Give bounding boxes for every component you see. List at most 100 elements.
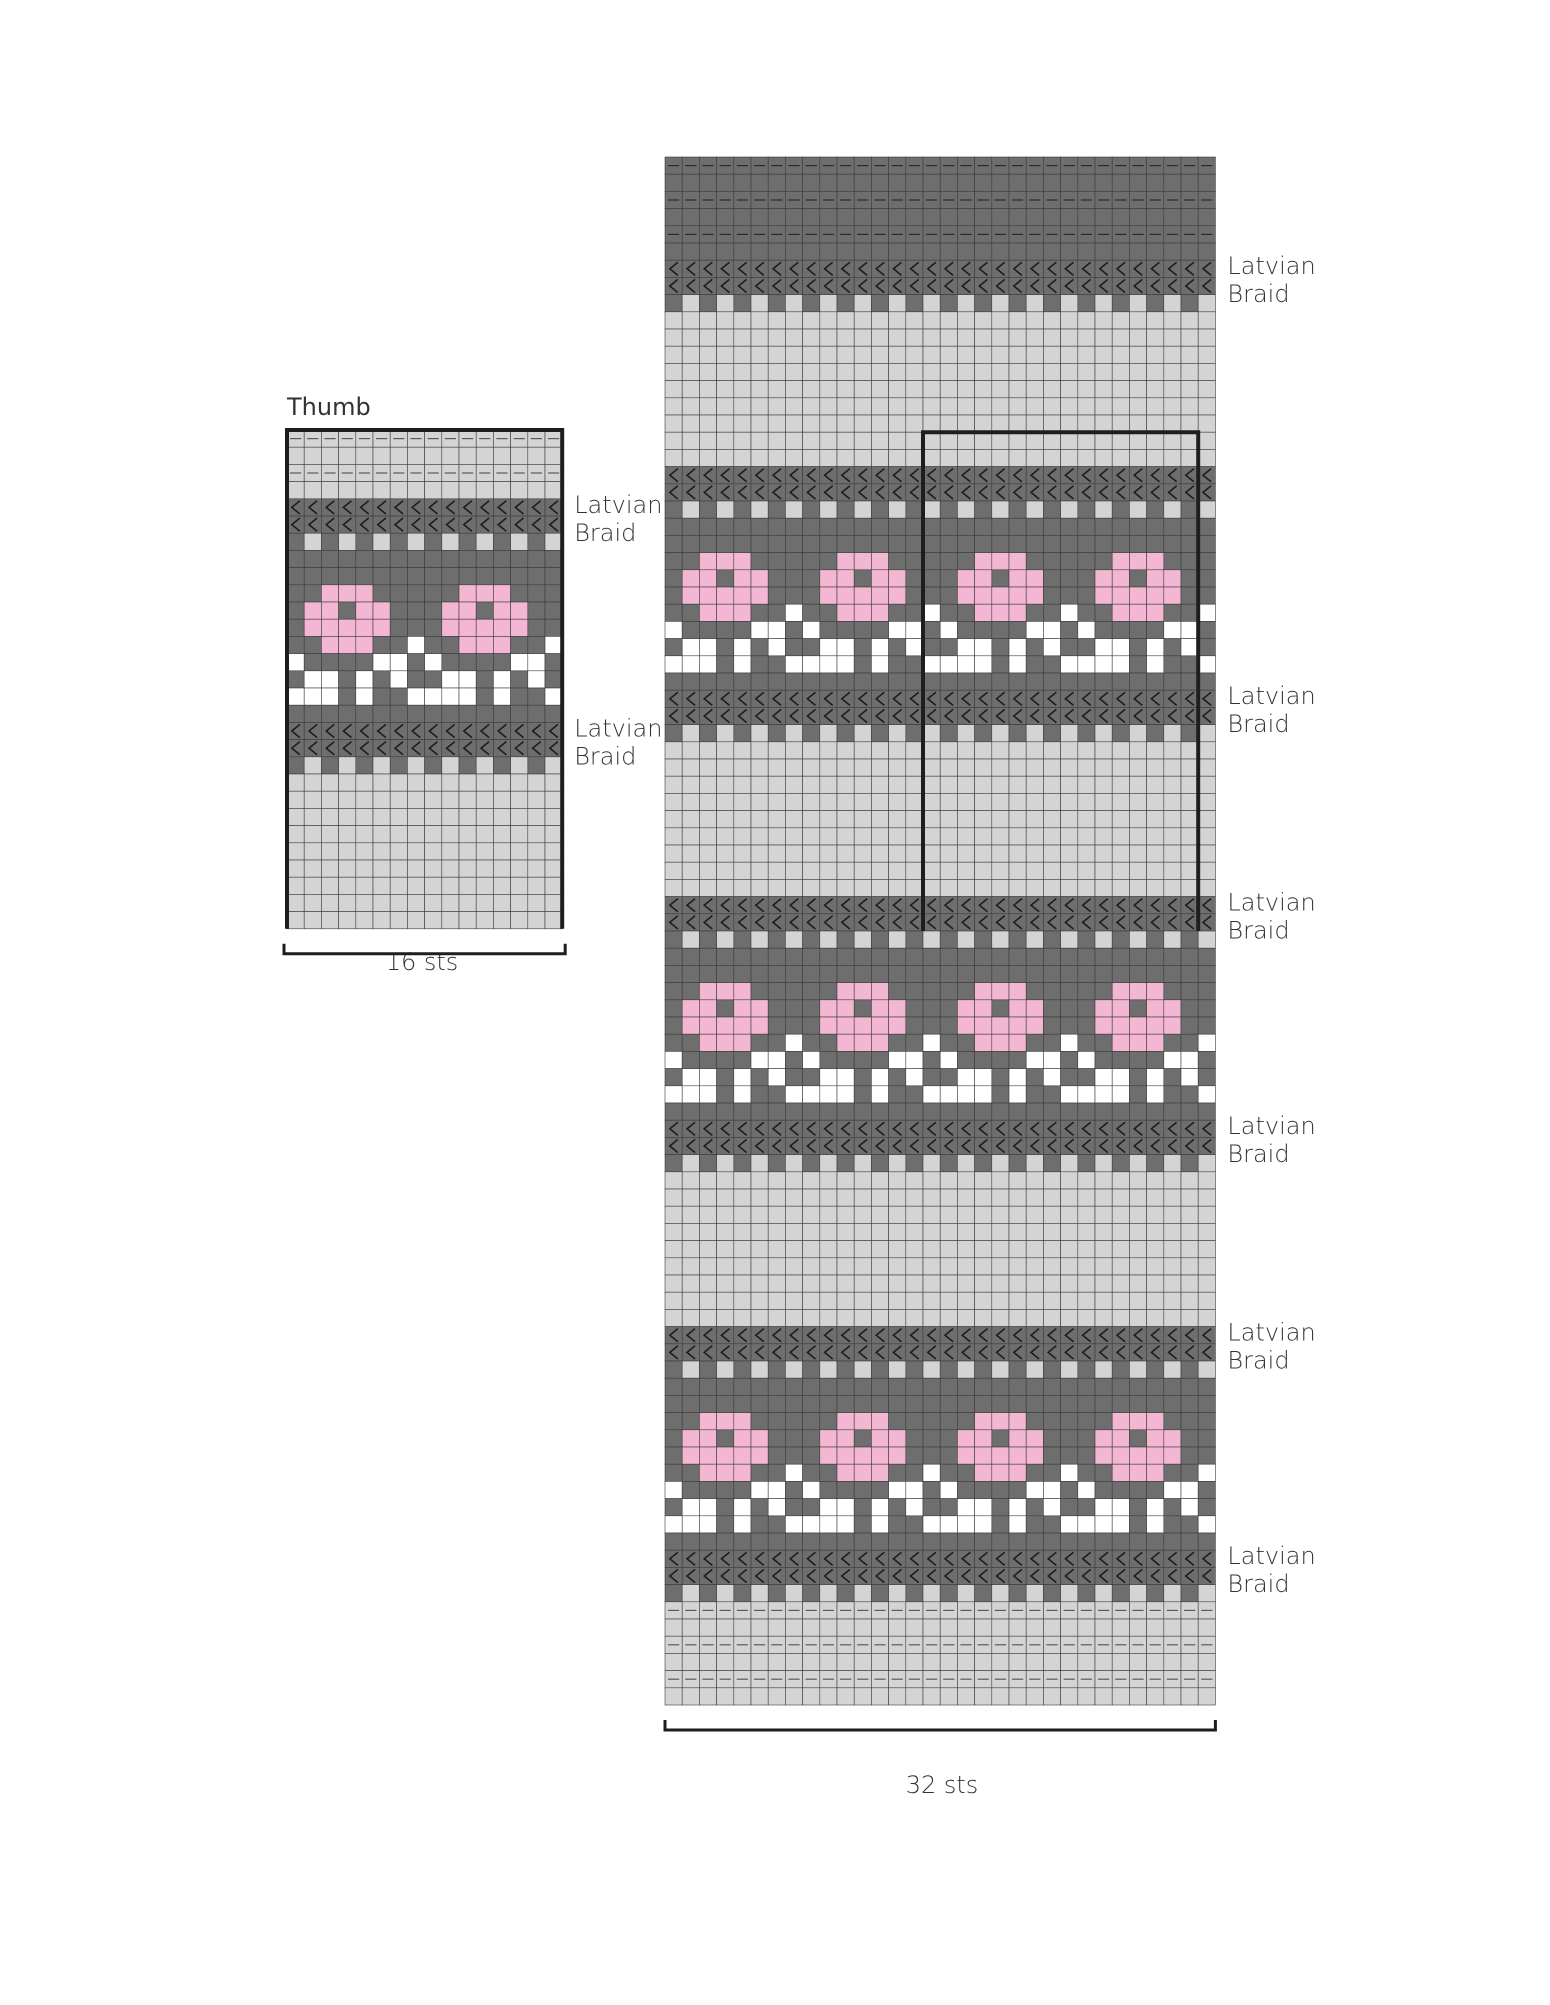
thumb-stitch-cell — [355, 498, 374, 517]
main-stitch-cell — [871, 552, 889, 571]
braid-arrow-icon — [462, 500, 473, 515]
main-stitch-cell — [836, 879, 855, 897]
main-stitch-cell — [1146, 1068, 1165, 1087]
main-stitch-cell — [681, 1188, 700, 1207]
main-stitch-cell — [853, 1429, 872, 1448]
main-stitch-cell — [819, 1532, 838, 1551]
main-stitch-cell — [957, 1068, 975, 1087]
main-stitch-cell — [905, 861, 924, 880]
main-stitch-cell — [1060, 1549, 1079, 1568]
thumb-stitch-cell — [372, 911, 391, 930]
thumb-stitch-cell — [424, 532, 443, 551]
thumb-stitch-cell — [493, 790, 511, 809]
braid-arrow-icon — [1132, 897, 1143, 913]
thumb-stitch-cell — [493, 670, 511, 689]
main-stitch-cell — [939, 294, 958, 313]
main-stitch-cell — [699, 879, 717, 897]
braid-arrow-icon — [857, 1121, 868, 1137]
main-stitch-cell — [871, 707, 889, 725]
main-stitch-cell — [664, 1532, 683, 1551]
main-stitch-cell — [1025, 930, 1044, 949]
main-stitch-cell — [905, 930, 924, 949]
braid-arrow-icon — [1201, 897, 1212, 913]
thumb-stitch-cell — [493, 618, 511, 637]
braid-arrow-icon — [926, 485, 937, 500]
main-stitch-cell — [1094, 810, 1113, 829]
main-stitch-cell — [1146, 1567, 1165, 1585]
main-stitch-cell — [1163, 1498, 1182, 1517]
main-stitch-cell — [853, 242, 872, 261]
main-stitch-cell — [871, 861, 889, 880]
main-stitch-cell — [871, 896, 889, 915]
main-stitch-cell — [957, 242, 975, 261]
main-stitch-cell — [1111, 1326, 1130, 1345]
braid-arrow-icon — [960, 691, 971, 707]
main-stitch-cell — [871, 449, 889, 467]
main-stitch-cell — [1197, 277, 1216, 295]
thumb-stitch-cell — [338, 859, 357, 878]
main-stitch-cell — [1025, 1119, 1044, 1138]
thumb-stitch-cell — [424, 618, 443, 637]
main-stitch-cell — [767, 1429, 786, 1448]
main-stitch-cell — [1077, 586, 1096, 605]
main-stitch-cell — [785, 965, 803, 983]
main-stitch-cell — [853, 621, 872, 639]
main-stitch-cell — [699, 638, 717, 657]
main-stitch-cell — [1111, 793, 1130, 811]
thumb-stitch-cell — [458, 894, 477, 912]
main-stitch-cell — [957, 621, 975, 639]
main-stitch-cell — [974, 363, 993, 381]
main-stitch-cell — [1197, 483, 1216, 502]
main-stitch-cell — [1146, 586, 1165, 605]
braid-arrow-icon — [668, 1345, 679, 1360]
main-stitch-cell — [836, 638, 855, 657]
main-stitch-cell — [1008, 1343, 1027, 1362]
braid-arrow-icon — [342, 740, 353, 756]
main-stitch-cell — [1060, 173, 1079, 192]
main-stitch-cell — [1060, 1687, 1079, 1706]
main-stitch-cell — [1094, 1291, 1113, 1310]
main-stitch-cell — [974, 861, 993, 880]
main-stitch-cell — [1111, 741, 1130, 760]
main-stitch-cell — [785, 861, 803, 880]
braid-arrow-icon — [926, 467, 937, 483]
main-stitch-cell — [1180, 844, 1199, 863]
main-stitch-cell — [1043, 449, 1061, 467]
braid-arrow-icon — [1029, 1568, 1040, 1584]
main-stitch-cell — [1129, 1205, 1147, 1224]
braid-arrow-icon — [857, 278, 868, 294]
main-stitch-cell — [1094, 1446, 1113, 1465]
braid-arrow-icon — [823, 897, 834, 913]
main-stitch-cell — [1008, 1137, 1027, 1155]
main-stitch-cell — [991, 1016, 1010, 1035]
braid-arrow-icon — [1064, 485, 1075, 500]
braid-arrow-icon — [462, 517, 473, 532]
main-stitch-cell — [1146, 363, 1165, 381]
main-stitch-cell — [1060, 431, 1079, 450]
main-stitch-cell — [853, 1446, 872, 1465]
main-stitch-cell — [905, 1412, 924, 1431]
main-stitch-cell — [1094, 1102, 1113, 1121]
braid-arrow-icon — [857, 691, 868, 707]
main-stitch-cell — [957, 1360, 975, 1379]
main-stitch-cell — [957, 1532, 975, 1551]
main-stitch-cell — [836, 1326, 855, 1345]
main-stitch-cell — [1146, 1154, 1165, 1173]
main-stitch-cell — [733, 947, 752, 966]
main-stitch-cell — [991, 707, 1010, 725]
main-stitch-cell — [1025, 879, 1044, 897]
main-stitch-cell — [1146, 1360, 1165, 1379]
thumb-stitch-cell — [372, 825, 391, 844]
braid-arrow-icon — [874, 1138, 885, 1154]
main-stitch-cell — [664, 586, 683, 605]
main-stitch-cell — [1146, 1584, 1165, 1603]
braid-arrow-icon — [324, 723, 335, 739]
thumb-stitch-cell — [527, 618, 546, 637]
main-stitch-cell — [1129, 1240, 1147, 1259]
main-stitch-cell — [939, 311, 958, 330]
main-stitch-cell — [1197, 569, 1216, 588]
main-stitch-cell — [716, 1567, 735, 1585]
thumb-stitch-cell — [286, 498, 305, 517]
braid-arrow-icon — [1167, 278, 1178, 294]
thumb-stitch-cell — [372, 859, 391, 878]
